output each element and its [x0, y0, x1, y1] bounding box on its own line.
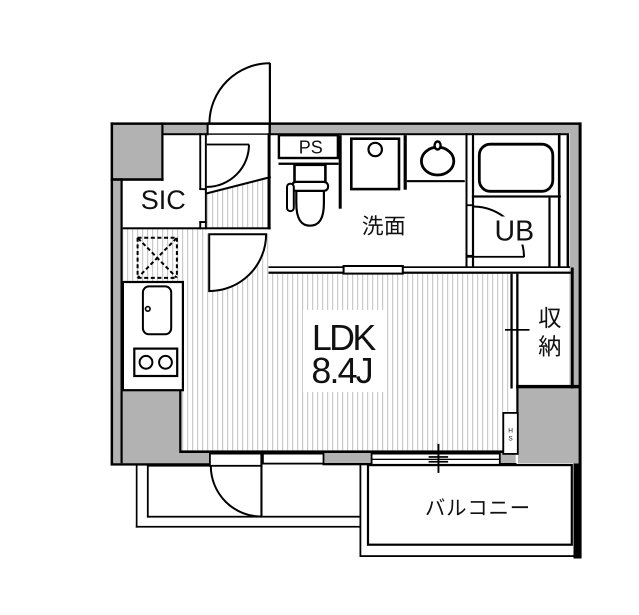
svg-text:PS: PS [299, 138, 323, 158]
svg-text:SIC: SIC [141, 185, 186, 215]
svg-text:LDK: LDK [312, 318, 377, 358]
svg-text:8.4J: 8.4J [311, 351, 371, 391]
svg-text:S: S [508, 436, 513, 443]
svg-text:H: H [508, 428, 513, 435]
svg-text:UB: UB [495, 216, 535, 248]
